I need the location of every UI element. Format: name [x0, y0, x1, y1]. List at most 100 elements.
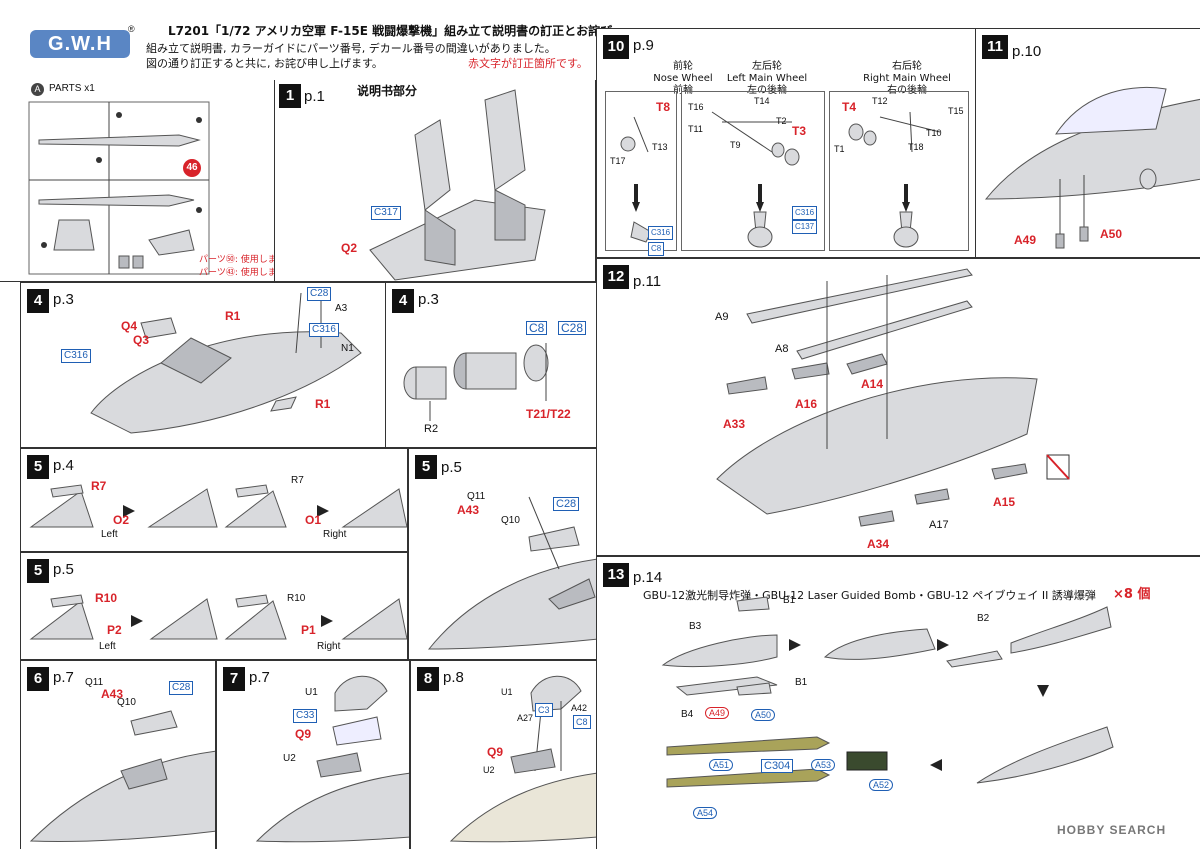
part-a27: A27 [517, 713, 534, 723]
page-ref: p.1 [304, 88, 325, 105]
part-t8: T8 [656, 100, 671, 114]
part-t13: T13 [652, 142, 668, 152]
canopy-drawing [255, 675, 409, 843]
left-label: Left [99, 641, 116, 652]
bomb-quantity: ×8 個 [1113, 587, 1151, 602]
step-number: 1 [279, 84, 301, 108]
bomb-drawing [661, 596, 1114, 788]
part-t17: T17 [610, 156, 626, 166]
step-number: 5 [27, 455, 49, 479]
step-5-panel-a: 5 p.4 R7 O2 Left R7 O1 Right [20, 448, 408, 552]
part-u1: U1 [501, 687, 513, 697]
step-5-panel-b: 5 p.5 R10 P2 Left R10 P1 Right [20, 552, 408, 660]
part-q9: Q9 [487, 745, 504, 759]
part-t11: T11 [688, 124, 703, 134]
step-6-panel: 6 p.7 Q11 A43 C28 Q10 [20, 660, 216, 849]
step-12-panel: 12 p.11 A9 A8 A14 A16 A33 A15 A17 A34 [596, 258, 1200, 556]
decal-c8: C8 [573, 715, 591, 729]
sprue-note-2: パーツ㊸: 使用しません。 [199, 268, 274, 278]
part-a8: A8 [775, 343, 789, 355]
decal-c316: C316 [648, 226, 674, 240]
part-q2: Q2 [341, 241, 358, 255]
header: G.W.H ® L7201「1/72 アメリカ空軍 F-15E 戦闘爆撃機」組み… [0, 0, 612, 80]
ejection-seats-drawing [369, 89, 546, 281]
sprue-part-badge: 46 [183, 159, 201, 177]
part-r7: R7 [291, 475, 304, 486]
part-a42: A42 [571, 703, 588, 713]
correction-line-2: 図の通り訂正すると共に, お詫び申し上げます。 [146, 57, 383, 70]
correction-title: L7201「1/72 アメリカ空軍 F-15E 戦闘爆撃機」組み立て説明書の訂正… [168, 24, 613, 38]
decal-c28: C28 [169, 681, 194, 695]
part-a3: A3 [335, 303, 348, 314]
part-b4: B4 [681, 709, 694, 720]
part-a14: A14 [861, 377, 884, 391]
part-a43: A43 [457, 503, 480, 517]
canopy-open-drawing [449, 675, 596, 843]
page-ref: p.3 [418, 291, 439, 308]
registered-mark: ® [128, 24, 135, 34]
step-number: 13 [603, 563, 629, 587]
part-t18: T18 [908, 142, 924, 152]
part-a17: A17 [929, 519, 949, 531]
decal-a54: A54 [693, 807, 718, 819]
page-ref: p.7 [249, 669, 270, 686]
page-ref: p.4 [53, 457, 74, 474]
part-q11: Q11 [85, 677, 104, 688]
decal-c316-b: C316 [61, 349, 91, 363]
part-t1: T1 [834, 144, 845, 154]
part-t9: T9 [730, 140, 741, 150]
right-wheel-drawing [848, 111, 941, 248]
part-r2: R2 [424, 423, 439, 435]
part-a15: A15 [993, 495, 1016, 509]
flaps-drawing [29, 484, 407, 528]
part-t16: T16 [688, 102, 704, 112]
part-t12: T12 [872, 96, 888, 106]
part-q10: Q10 [117, 697, 136, 708]
part-r1-top: R1 [225, 309, 241, 323]
step-5-panel-c: 5 p.5 Q11 A43 C28 Q10 [408, 448, 597, 660]
sprue-badge: A [31, 83, 44, 96]
part-u2: U2 [483, 765, 495, 775]
step-number: 8 [417, 667, 439, 691]
nose-wheel-drawing [620, 116, 652, 243]
part-p2: P2 [107, 623, 122, 637]
part-q11: Q11 [467, 491, 486, 502]
part-a16: A16 [795, 397, 818, 411]
part-o2: O2 [113, 513, 130, 527]
sprue-drawing [28, 101, 210, 275]
page-ref: p.5 [53, 561, 74, 578]
pylons-drawing [716, 268, 1070, 527]
nose-wheel-box: T8 T17 T13 C316 C8 [605, 91, 677, 256]
part-p1: P1 [301, 623, 316, 637]
step-number: 7 [223, 667, 245, 691]
decal-c8: C8 [526, 321, 548, 335]
part-b1-bottom: B1 [795, 677, 808, 688]
page-ref: p.11 [633, 273, 662, 290]
part-q9: Q9 [295, 727, 312, 741]
right-label: Right [317, 641, 341, 652]
sprue-note-1: パーツ㊿: 使用します。 [199, 255, 274, 265]
step-number: 10 [603, 35, 629, 59]
part-a34: A34 [867, 537, 890, 551]
part-t14: T14 [754, 96, 770, 106]
nose-drawing [984, 86, 1200, 249]
decal-c137: C137 [792, 220, 818, 234]
step-number: 11 [982, 35, 1008, 59]
decal-c317: C317 [371, 206, 401, 220]
part-t10: T10 [926, 128, 942, 138]
step-4-panel-b: 4 p.3 C8 C28 R2 T21/T22 [385, 282, 597, 448]
right-wheel-box: T4 T12 T15 T10 T1 T18 [829, 91, 969, 251]
part-b2: B2 [977, 613, 990, 624]
part-q10: Q10 [501, 515, 520, 526]
step-11-panel: 11 p.10 A49 A50 [975, 28, 1200, 258]
decal-c28: C28 [553, 497, 580, 511]
part-r1-bottom: R1 [315, 397, 331, 411]
decal-c316-b: C316 [792, 206, 818, 220]
part-a50: A50 [1100, 227, 1123, 241]
page-ref: p.9 [633, 37, 654, 54]
part-a43: A43 [101, 687, 124, 701]
decal-a52: A52 [869, 779, 894, 791]
part-u1: U1 [305, 687, 318, 698]
